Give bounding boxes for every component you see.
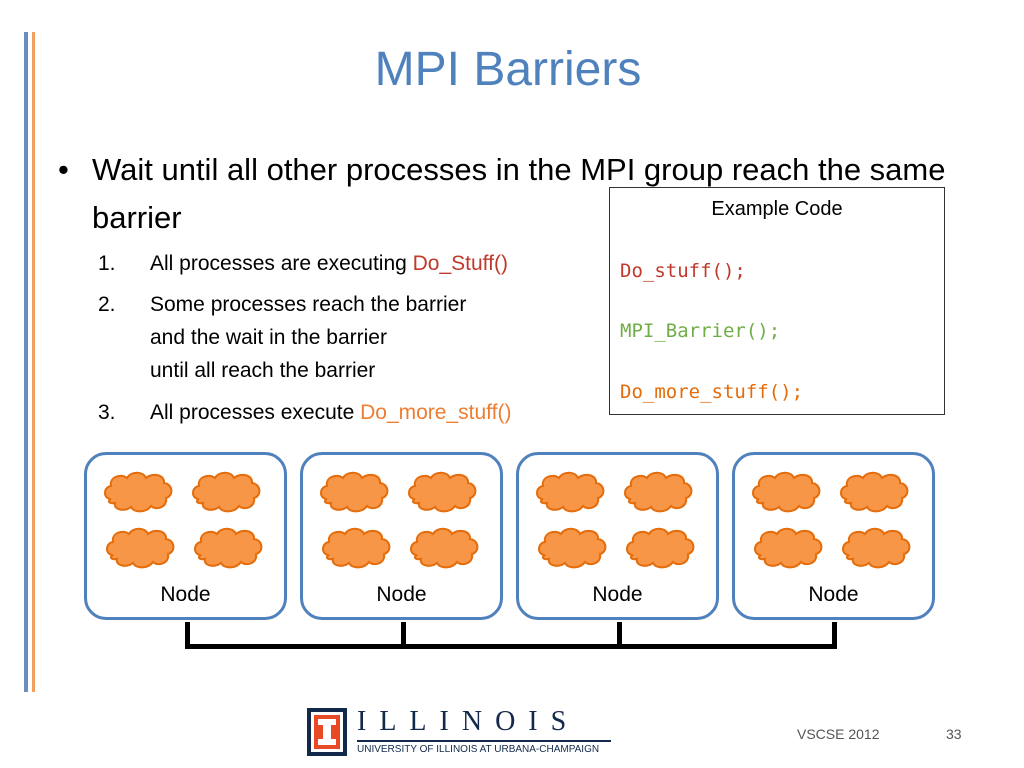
left-accent-orange: [32, 32, 35, 692]
step-highlight: Do_Stuff(): [412, 252, 508, 275]
process-cloud-icon: [840, 471, 909, 513]
slide-title: MPI Barriers: [374, 43, 642, 96]
interconnect-bus: [185, 644, 837, 649]
process-cloud-icon: [106, 527, 175, 569]
node-label: Node: [376, 583, 427, 606]
illinois-block-i-icon: [307, 708, 347, 756]
step-text: All processes are executing: [150, 252, 413, 275]
step-number: 3.: [98, 401, 116, 424]
node-box-2: Node: [300, 452, 503, 620]
slide-number: 33: [946, 726, 962, 742]
process-cloud-icon: [538, 527, 607, 569]
node-box-3: Node: [516, 452, 719, 620]
step-text-line: and the wait in the barrier: [150, 326, 387, 349]
interconnect-drop: [401, 622, 406, 648]
process-cloud-icon: [536, 471, 605, 513]
node-label: Node: [592, 583, 643, 606]
code-line-mpi-barrier: MPI_Barrier();: [620, 320, 781, 342]
node-box-1: Node: [84, 452, 287, 620]
step-number: 2.: [98, 293, 116, 316]
interconnect-drop: [832, 622, 837, 648]
process-cloud-icon: [410, 527, 479, 569]
illinois-logo: ILLINOIS UNIVERSITY OF ILLINOIS AT URBAN…: [305, 706, 613, 758]
left-accent-blue: [24, 32, 28, 692]
process-cloud-icon: [104, 471, 173, 513]
node-box-4: Node: [732, 452, 935, 620]
process-cloud-icon: [408, 471, 477, 513]
step-text-line: Some processes reach the barrier: [150, 293, 467, 316]
illinois-wordmark: ILLINOIS: [357, 706, 580, 737]
process-cloud-icon: [626, 527, 695, 569]
node-label: Node: [160, 583, 211, 606]
code-line-do-stuff: Do_stuff();: [620, 260, 746, 282]
process-cloud-icon: [322, 527, 391, 569]
process-cloud-icon: [320, 471, 389, 513]
interconnect-drop: [617, 622, 622, 648]
node-label: Node: [808, 583, 859, 606]
logo-divider: [357, 740, 611, 742]
process-cloud-icon: [754, 527, 823, 569]
illinois-subtitle: UNIVERSITY OF ILLINOIS AT URBANA-CHAMPAI…: [357, 744, 600, 755]
process-cloud-icon: [192, 471, 261, 513]
code-caption: Example Code: [711, 198, 843, 220]
main-bullet-text: Wait until all other processes in the MP…: [92, 152, 946, 235]
interconnect-drop: [185, 622, 190, 648]
process-cloud-icon: [194, 527, 263, 569]
step-text-line: until all reach the barrier: [150, 359, 376, 382]
step-highlight: Do_more_stuff(): [360, 401, 512, 424]
step-number: 1.: [98, 252, 116, 275]
process-cloud-icon: [624, 471, 693, 513]
bullet-dot-icon: •: [58, 152, 69, 187]
footer-event: VSCSE 2012: [797, 726, 880, 742]
code-line-do-more-stuff: Do_more_stuff();: [620, 381, 804, 403]
process-cloud-icon: [752, 471, 821, 513]
example-code-box: Example Code Do_stuff(); MPI_Barrier(); …: [609, 187, 945, 415]
step-text: All processes execute: [150, 401, 361, 424]
process-cloud-icon: [842, 527, 911, 569]
